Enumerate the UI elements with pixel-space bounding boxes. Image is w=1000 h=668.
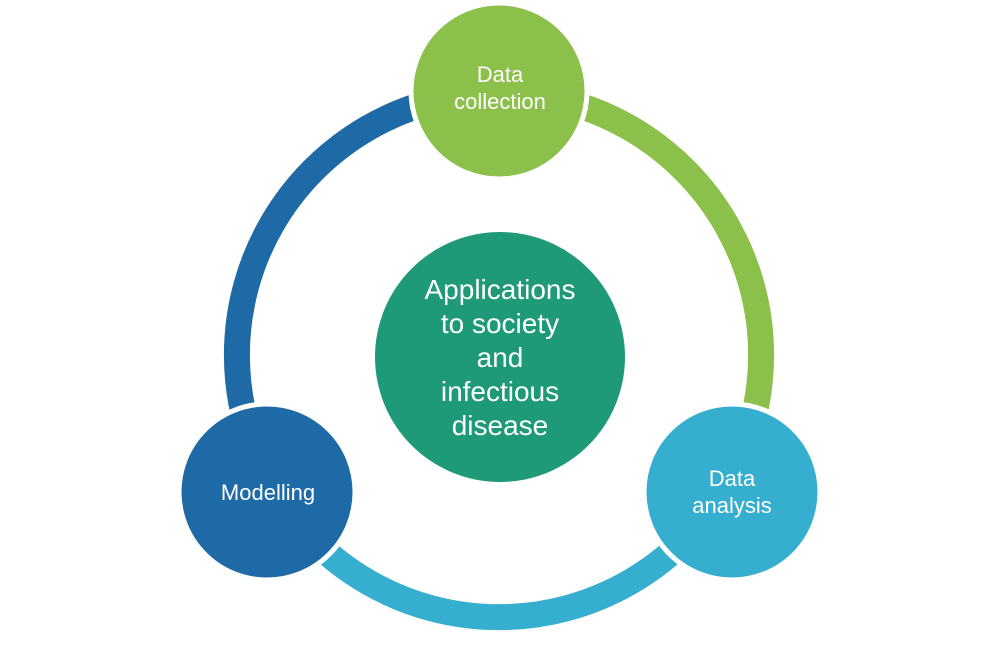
data-analysis-label-line-2: analysis bbox=[692, 493, 772, 518]
data-analysis-node bbox=[641, 401, 823, 583]
modelling-label-line-1: Modelling bbox=[220, 479, 316, 505]
data-analysis-label: Data analysis bbox=[647, 452, 817, 532]
center-label-line-4: infectious bbox=[440, 376, 560, 407]
center-label-line-3: and bbox=[476, 342, 524, 373]
center-label-line-1: Applications bbox=[424, 274, 576, 305]
data-analysis-label-line-1: Data bbox=[708, 466, 756, 491]
applications-center-node bbox=[375, 232, 625, 482]
data-collection-label: Data collection bbox=[415, 48, 585, 128]
data-collection-node bbox=[408, 0, 590, 182]
modelling-label: Modelling bbox=[183, 452, 353, 532]
data-collection-label-line-1: Data bbox=[476, 62, 524, 87]
modelling-node bbox=[176, 401, 358, 583]
center-label-line-5: disease bbox=[451, 410, 549, 441]
data-collection-label-line-2: collection bbox=[454, 89, 546, 114]
center-label: Applications to society and infectious d… bbox=[395, 258, 605, 458]
center-label-line-2: to society bbox=[440, 308, 560, 339]
